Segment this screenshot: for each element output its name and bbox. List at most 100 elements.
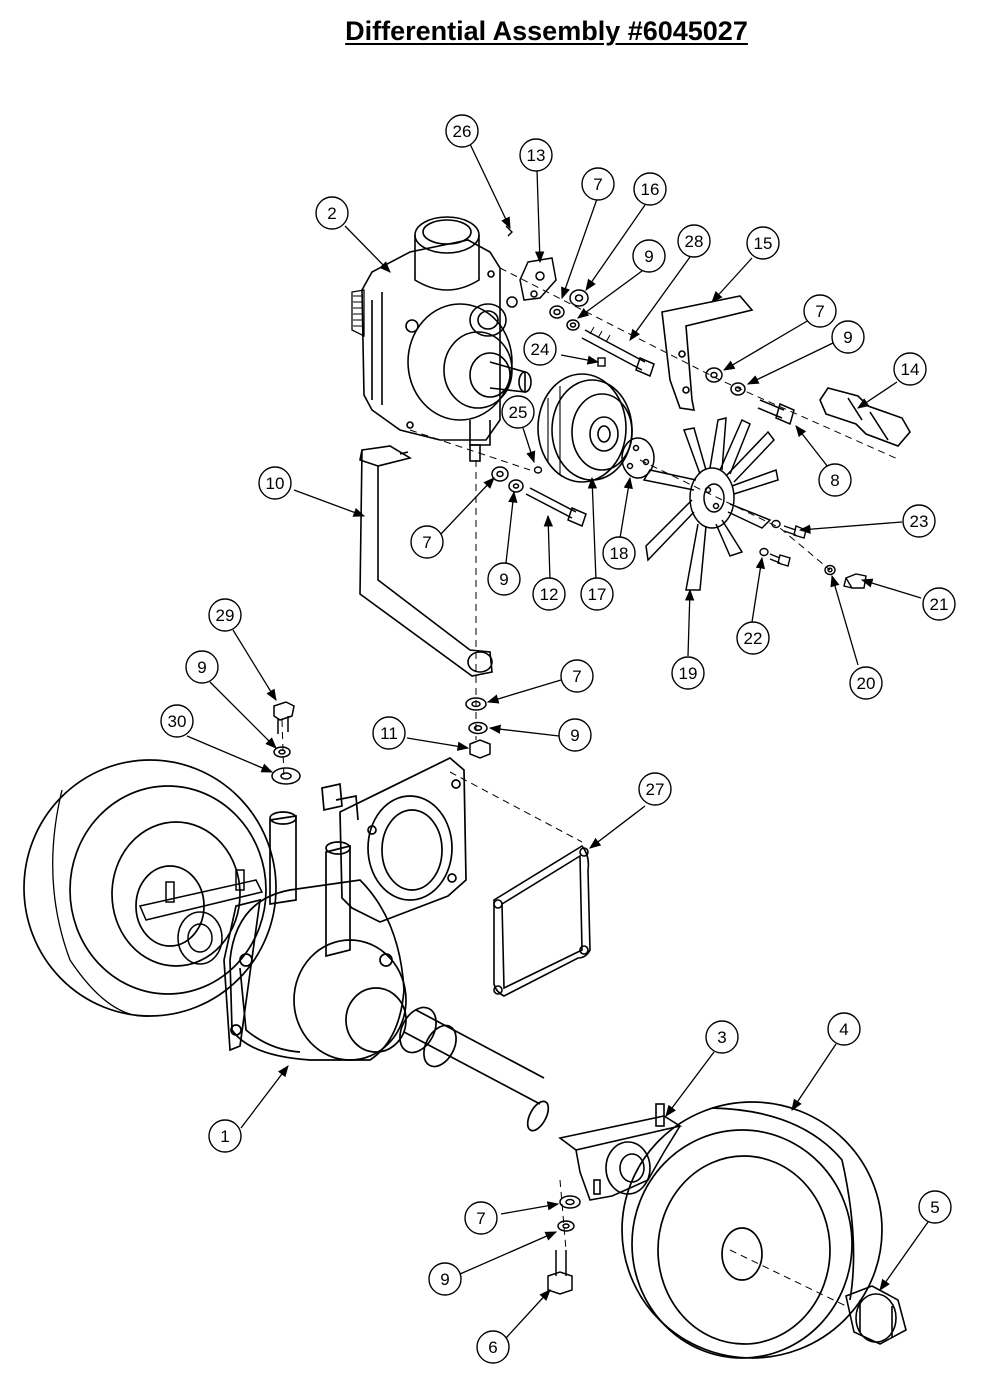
- callout-25-label: 25: [509, 403, 528, 422]
- bracket-13: [505, 225, 557, 308]
- callout-5: 5: [918, 1190, 952, 1224]
- callout-14-label: 14: [901, 360, 920, 379]
- diagram-title: Differential Assembly #6045027: [0, 16, 989, 47]
- callout-27: 27: [638, 772, 672, 806]
- fasteners-left: [271, 701, 301, 785]
- callout-6-label: 6: [488, 1338, 497, 1357]
- pulley-17: [537, 373, 633, 483]
- callout-9d-label: 9: [197, 658, 206, 677]
- callout-28-label: 28: [685, 232, 704, 251]
- right-bearing-bracket-3: [558, 1103, 683, 1201]
- bolt-28: [581, 326, 655, 378]
- coupling-14: [819, 387, 911, 447]
- callout-10-label: 10: [266, 474, 285, 493]
- callout-21: 21: [922, 587, 956, 621]
- bolt-8: [757, 399, 795, 426]
- set-screw-24: [597, 357, 606, 367]
- washers-nut-center: [465, 697, 491, 759]
- bracket-15: [661, 295, 754, 411]
- callout-7a: 7: [581, 167, 615, 201]
- washers-upper: [549, 289, 589, 331]
- left-bearing-bracket: [138, 869, 264, 965]
- callout-9c-label: 9: [499, 570, 508, 589]
- callout-27-label: 27: [646, 780, 665, 799]
- callout-30: 30: [160, 704, 194, 738]
- callout-9e: 9: [558, 718, 592, 752]
- washers-pump-bottom: [491, 466, 524, 493]
- callout-26: 26: [445, 114, 479, 148]
- callout-29-label: 29: [216, 606, 235, 625]
- callout-14: 14: [893, 352, 927, 386]
- callout-18-label: 18: [610, 544, 629, 563]
- callout-18: 18: [602, 536, 636, 570]
- callout-23-label: 23: [910, 512, 929, 531]
- callout-5-label: 5: [930, 1198, 939, 1217]
- hub-18: [621, 437, 655, 479]
- callout-7e: 7: [464, 1201, 498, 1235]
- fan-19: [642, 417, 779, 591]
- callout-1: 1: [208, 1119, 242, 1153]
- callout-23: 23: [902, 504, 936, 538]
- callout-24: 24: [523, 332, 557, 366]
- callout-8: 8: [818, 463, 852, 497]
- callout-balloons: 26 13 7 16 2 28 9 15 7 9 24 14 25 8 10 2…: [160, 114, 956, 1364]
- bolt-12: [525, 487, 587, 528]
- diagram-title-text: Differential Assembly #6045027: [345, 16, 748, 46]
- callout-8-label: 8: [830, 471, 839, 490]
- callout-25: 25: [501, 395, 535, 429]
- callout-9c: 9: [487, 562, 521, 596]
- callout-19: 19: [671, 656, 705, 690]
- right-wheel-4: [621, 1101, 883, 1359]
- callout-3: 3: [705, 1020, 739, 1054]
- fasteners-bottom: [547, 1195, 581, 1295]
- callout-4: 4: [827, 1012, 861, 1046]
- callout-7b: 7: [803, 294, 837, 328]
- callout-17-label: 17: [588, 585, 607, 604]
- callout-7b-label: 7: [815, 302, 824, 321]
- callout-7c: 7: [410, 525, 444, 559]
- callout-20-label: 20: [857, 674, 876, 693]
- callout-9a: 9: [632, 239, 666, 273]
- bracket-10: [359, 445, 493, 677]
- callout-3-label: 3: [717, 1028, 726, 1047]
- callout-7c-label: 7: [422, 533, 431, 552]
- callout-9f: 9: [428, 1262, 462, 1296]
- callout-7d-label: 7: [572, 667, 581, 686]
- callout-7e-label: 7: [476, 1209, 485, 1228]
- fan-fasteners: [759, 519, 867, 589]
- callout-9b: 9: [831, 320, 865, 354]
- pump-housing: [351, 216, 532, 462]
- callout-15: 15: [746, 226, 780, 260]
- callout-9d: 9: [185, 650, 219, 684]
- callout-17: 17: [580, 577, 614, 611]
- gasket-27: [493, 844, 591, 997]
- leader-lines: [186, 143, 929, 1339]
- axle-nut-5: [845, 1285, 907, 1345]
- callout-7a-label: 7: [593, 175, 602, 194]
- callout-20: 20: [849, 666, 883, 700]
- washers-right: [705, 367, 746, 396]
- callout-9b-label: 9: [843, 328, 852, 347]
- main-axle: [399, 1006, 550, 1132]
- callout-1-label: 1: [220, 1127, 229, 1146]
- set-screw-25: [533, 466, 543, 474]
- callout-6: 6: [476, 1330, 510, 1364]
- callout-28: 28: [677, 224, 711, 258]
- callout-13: 13: [519, 138, 553, 172]
- callout-4-label: 4: [839, 1020, 848, 1039]
- callout-2: 2: [315, 196, 349, 230]
- callout-7d: 7: [560, 659, 594, 693]
- callout-22-label: 22: [744, 629, 763, 648]
- callout-12: 12: [532, 577, 566, 611]
- callout-2-label: 2: [327, 204, 336, 223]
- callout-15-label: 15: [754, 234, 773, 253]
- callout-16-label: 16: [641, 180, 660, 199]
- callout-19-label: 19: [679, 664, 698, 683]
- left-wheel: [23, 759, 277, 1017]
- callout-21-label: 21: [930, 595, 949, 614]
- gearbox-housing: [223, 756, 467, 1061]
- callout-22: 22: [736, 621, 770, 655]
- callout-16: 16: [633, 172, 667, 206]
- callout-11: 11: [372, 716, 406, 750]
